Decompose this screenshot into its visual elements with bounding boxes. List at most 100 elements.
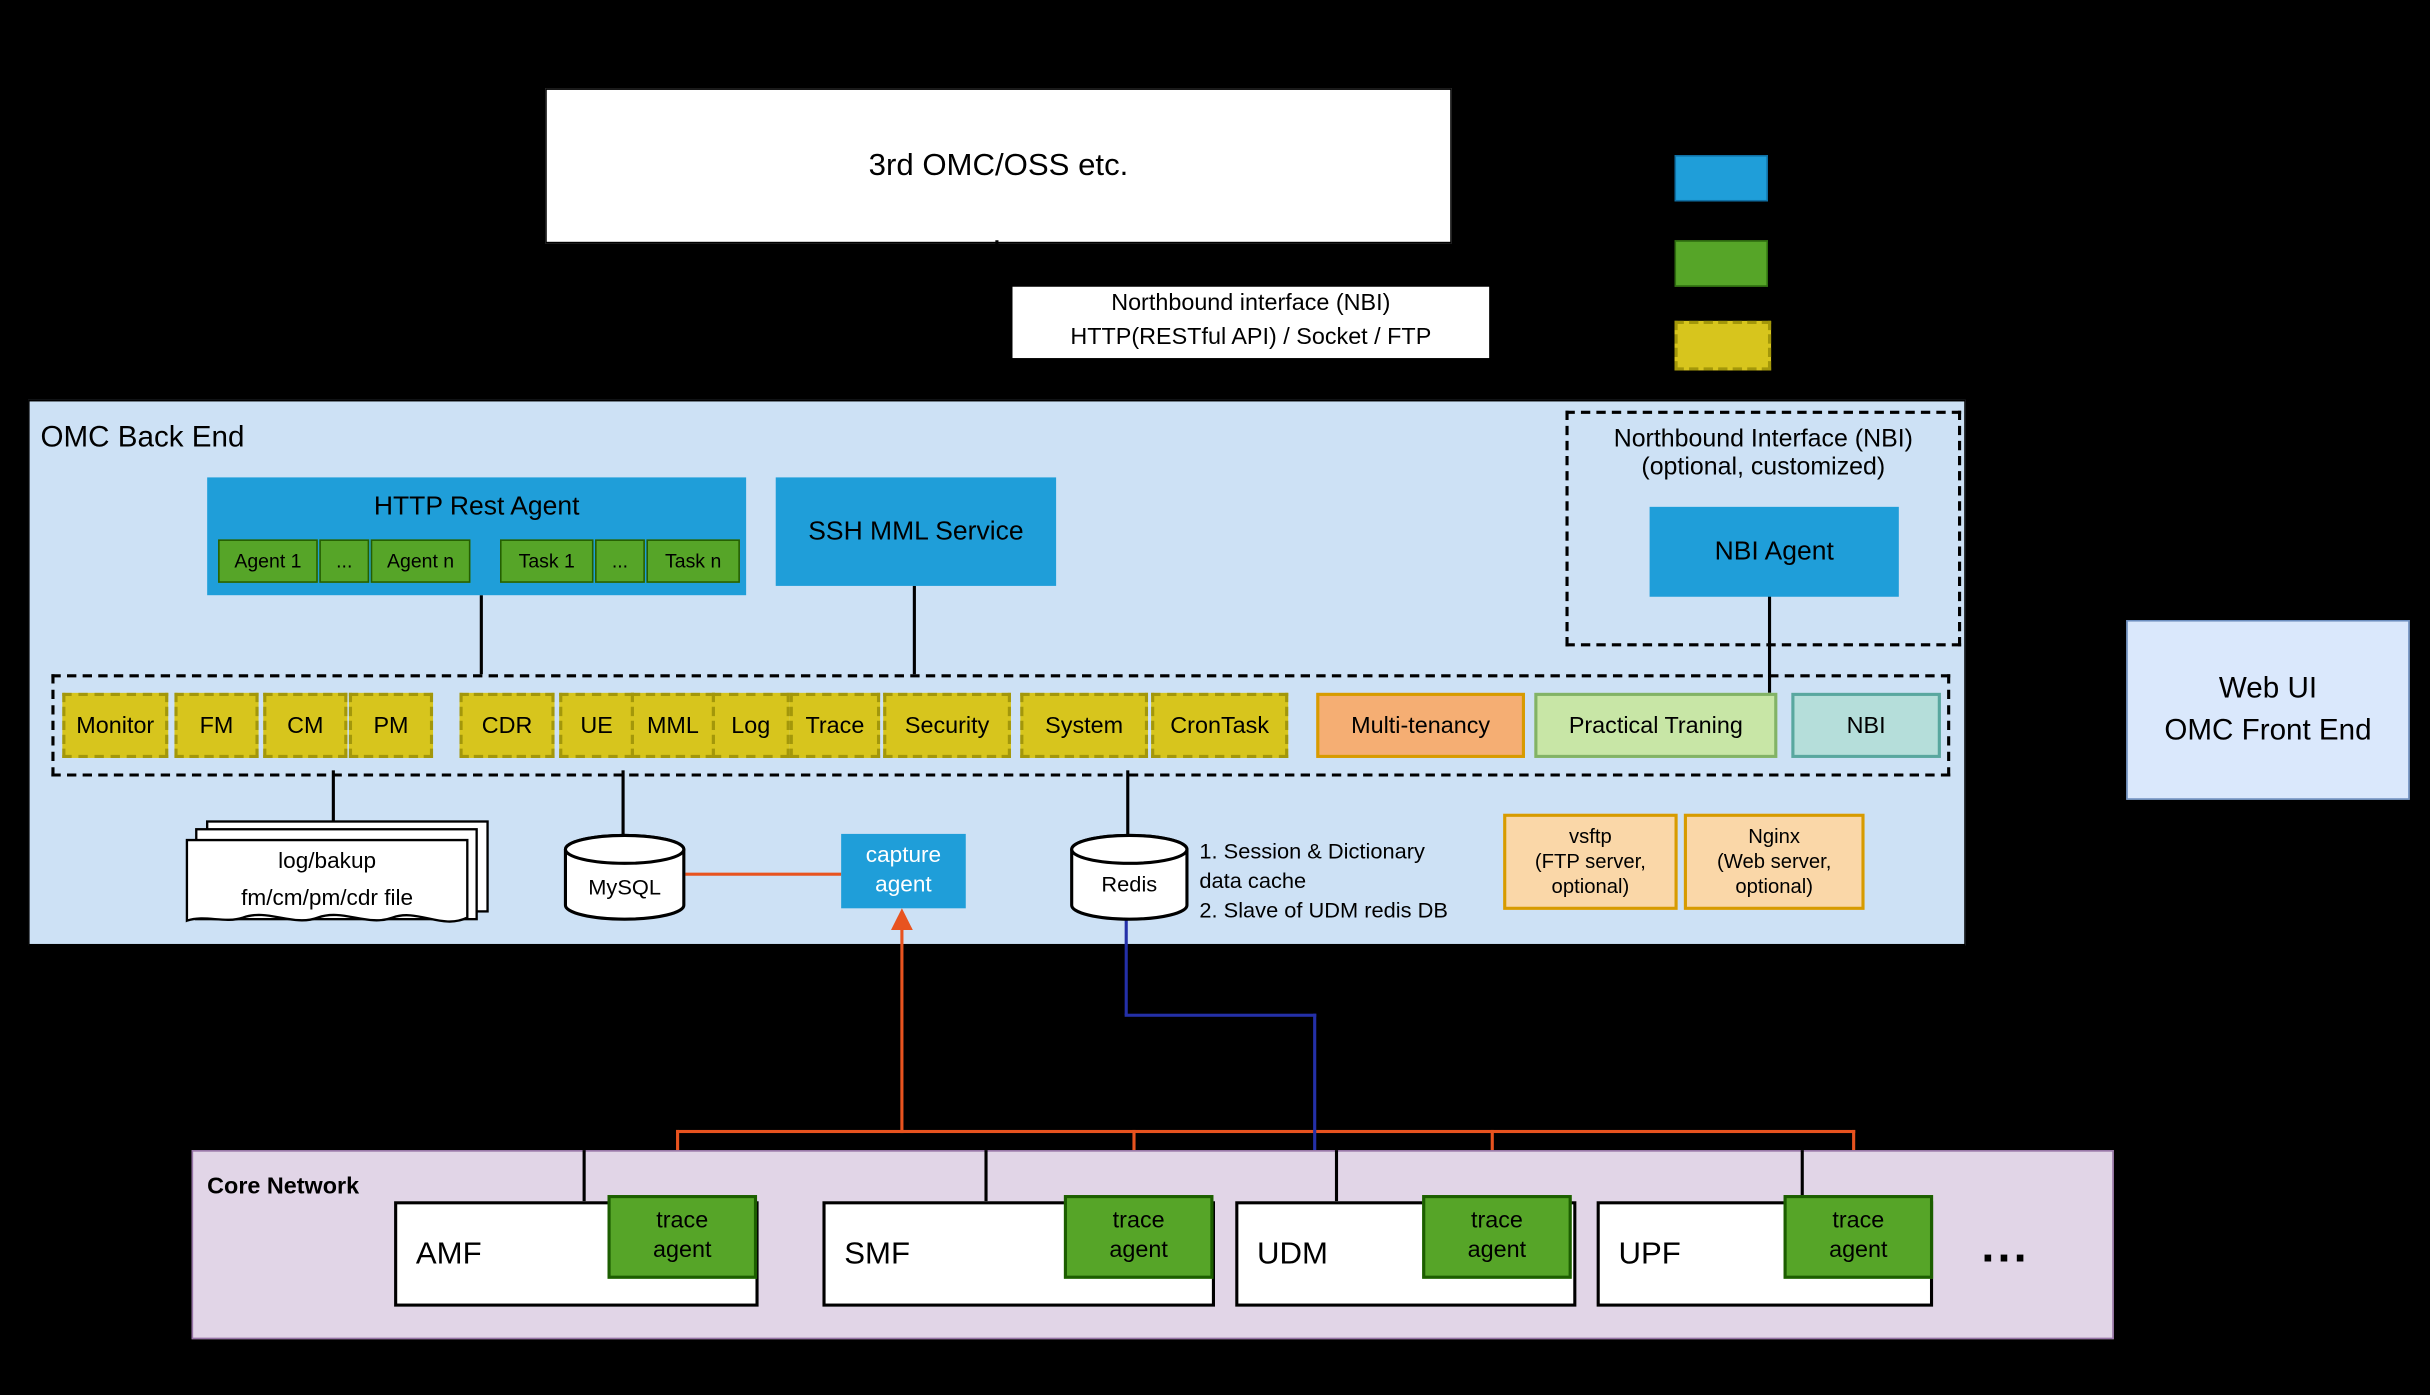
log-files-icon: log/bakup fm/cm/pm/cdr file: [184, 818, 496, 939]
file-stack-line2: fm/cm/pm/cdr file: [241, 886, 414, 912]
nginx-line3: optional): [1735, 874, 1814, 898]
nginx-label: Nginx (Web server, optional): [1717, 824, 1831, 900]
module-practical-traning: Practical Traning: [1534, 692, 1778, 758]
connector-top-to-backend: [995, 240, 999, 400]
mysql-database-cylinder: MySQL: [561, 831, 689, 924]
redis-note-line1: 1. Session & Dictionary: [1199, 838, 1425, 864]
capture-agent-label: capture agent: [866, 842, 941, 900]
smf-label: SMF: [844, 1236, 911, 1271]
amf-label: AMF: [415, 1236, 482, 1271]
trace-line2: agent: [1467, 1236, 1527, 1264]
connector-nbiagent-to-nbi-module: [1767, 593, 1772, 693]
module-crontask: CronTask: [1151, 692, 1289, 758]
capture-agent-line1: capture: [865, 843, 942, 869]
trace-line2: agent: [1109, 1236, 1168, 1264]
module-fm: FM: [174, 692, 259, 758]
web-ui-line1: Web UI: [2218, 672, 2318, 706]
module-monitor: Monitor: [62, 692, 169, 758]
module-pm: PM: [348, 692, 434, 758]
trace-line1: trace: [656, 1207, 709, 1235]
connector-trace-bus: [676, 1129, 1856, 1134]
connector-redis-horizontal: [1124, 1013, 1317, 1017]
http-rest-agent-title: HTTP Rest Agent: [373, 491, 580, 521]
udm-trace-agent-box: trace agent: [1422, 1195, 1572, 1279]
ssh-mml-service-box: SSH MML Service: [775, 477, 1057, 586]
connector-redis-to-udm: [1313, 1013, 1317, 1202]
module-log: Log: [711, 692, 790, 758]
agent-1-chip: Agent 1: [218, 539, 318, 583]
module-mml: MML: [630, 692, 715, 758]
vsftp-line3: optional): [1551, 874, 1630, 898]
mysql-label: MySQL: [588, 874, 661, 899]
module-row-container: Monitor FM CM PM CDR UE MML Log Trace Se…: [51, 674, 1951, 777]
module-cdr: CDR: [459, 692, 555, 758]
document-stack-icon: [185, 820, 489, 923]
http-rest-agent-box: HTTP Rest Agent Agent 1 ... Agent n Task…: [207, 477, 747, 596]
file-stack-line1: log/bakup: [278, 849, 377, 875]
legend-yellow-swatch: [1674, 320, 1772, 371]
nginx-line1: Nginx: [1748, 824, 1801, 848]
web-ui-front-end-label: Web UI OMC Front End: [2164, 668, 2371, 752]
ssh-mml-service-label: SSH MML Service: [808, 516, 1024, 546]
nbi-optional-container: Northbound Interface (NBI) (optional, cu…: [1565, 410, 1962, 647]
connector-sshmml-to-modules: [912, 585, 916, 675]
module-nbi: NBI: [1791, 692, 1941, 758]
nbi-agent-box: NBI Agent: [1649, 506, 1899, 597]
connector-mysql-to-capture-agent: [685, 872, 842, 876]
third-party-omc-oss-box: 3rd OMC/OSS etc.: [545, 88, 1452, 244]
amf-trace-agent-label: trace agent: [653, 1208, 711, 1266]
connector-httpagent-to-modules: [479, 595, 483, 675]
agent-dots-chip: ...: [319, 539, 370, 583]
database-icon: [563, 833, 686, 921]
module-ue: UE: [559, 692, 634, 758]
database-icon: [1070, 833, 1189, 921]
connector-core-to-udm: [1334, 1150, 1339, 1202]
vsftp-line1: vsftp: [1569, 824, 1612, 848]
trace-line1: trace: [1112, 1207, 1165, 1235]
capture-agent-box: capture agent: [841, 833, 966, 909]
nbi-agent-label: NBI Agent: [1714, 536, 1834, 566]
trace-line2: agent: [1829, 1236, 1888, 1264]
module-security: Security: [883, 692, 1011, 758]
core-network-title: Core Network: [207, 1173, 360, 1200]
upf-trace-agent-box: trace agent: [1783, 1195, 1934, 1279]
connector-core-to-upf: [1800, 1150, 1804, 1196]
connector-core-to-amf: [582, 1150, 586, 1202]
trace-line2: agent: [653, 1236, 712, 1264]
trace-line1: trace: [1470, 1207, 1523, 1235]
redis-note: 1. Session & Dictionary data cache 2. Sl…: [1199, 837, 1479, 925]
redis-note-line2: data cache: [1199, 868, 1307, 893]
connector-modules-to-files: [331, 770, 335, 825]
legend-blue-swatch: [1674, 155, 1768, 202]
udm-label: UDM: [1257, 1236, 1329, 1271]
redis-note-line3: 2. Slave of UDM redis DB: [1199, 897, 1448, 923]
redis-label: Redis: [1101, 871, 1158, 896]
agent-n-chip: Agent n: [370, 539, 471, 583]
web-ui-line2: OMC Front End: [2164, 714, 2372, 748]
nbi-banner-line2: HTTP(RESTful API) / Socket / FTP: [1070, 323, 1432, 351]
connector-core-to-smf: [984, 1150, 988, 1202]
connector-backend-to-frontend: [1962, 706, 2127, 710]
udm-trace-agent-label: trace agent: [1468, 1208, 1526, 1266]
omc-back-end-title: OMC Back End: [40, 421, 245, 455]
trace-line1: trace: [1832, 1207, 1885, 1235]
legend-green-swatch: [1674, 240, 1768, 287]
nbi-optional-subtitle: (optional, customized): [1641, 454, 1886, 481]
connector-modules-to-redis: [1126, 770, 1130, 837]
task-1-chip: Task 1: [500, 539, 594, 583]
module-multi-tenancy: Multi-tenancy: [1316, 692, 1525, 758]
amf-trace-agent-box: trace agent: [607, 1195, 758, 1279]
nbi-optional-title: Northbound Interface (NBI): [1613, 426, 1913, 453]
nbi-banner-line1: Northbound interface (NBI): [1111, 289, 1391, 317]
smf-trace-agent-box: trace agent: [1063, 1195, 1214, 1279]
capture-agent-arrowhead: [890, 908, 913, 930]
module-cm: CM: [263, 692, 348, 758]
task-n-chip: Task n: [646, 539, 740, 583]
nginx-box: Nginx (Web server, optional): [1683, 813, 1865, 910]
vsftp-box: vsftp (FTP server, optional): [1503, 813, 1678, 910]
upf-trace-agent-label: trace agent: [1829, 1208, 1887, 1266]
third-party-omc-oss-label: 3rd OMC/OSS etc.: [868, 148, 1129, 183]
redis-database-cylinder: Redis: [1067, 831, 1192, 924]
